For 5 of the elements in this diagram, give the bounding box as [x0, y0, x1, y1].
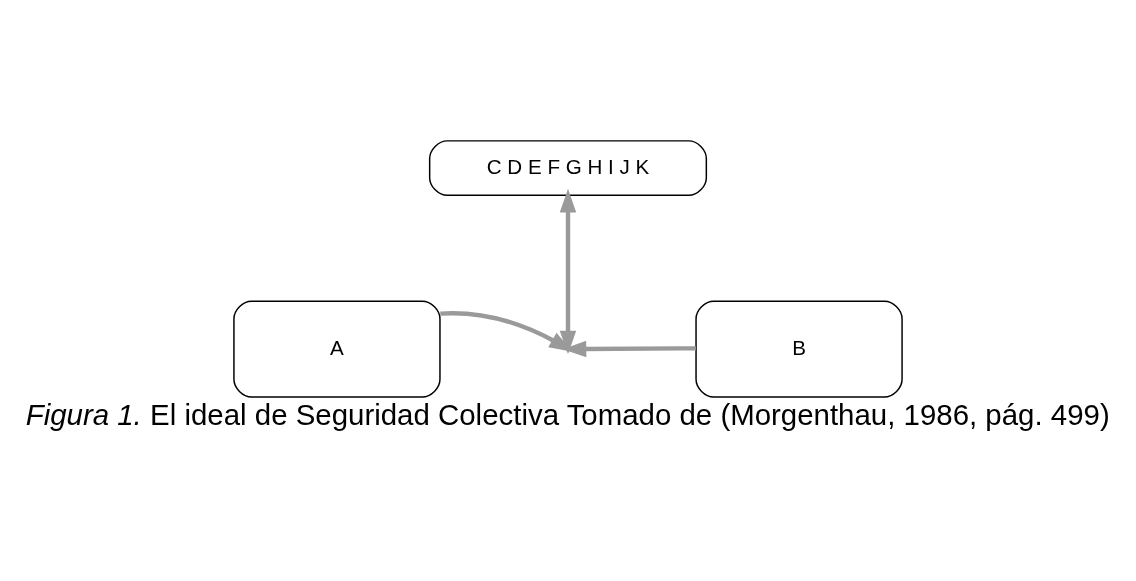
arrow: [562, 340, 696, 357]
node-box: A: [233, 300, 441, 398]
caption: Figura 1. El ideal de Seguridad Colectiva Tomado de (Morgenthau, 1986, pág. 499): [25, 397, 1110, 431]
node-box: B: [695, 300, 903, 398]
node-box: C D E F G H I J K: [428, 139, 708, 196]
